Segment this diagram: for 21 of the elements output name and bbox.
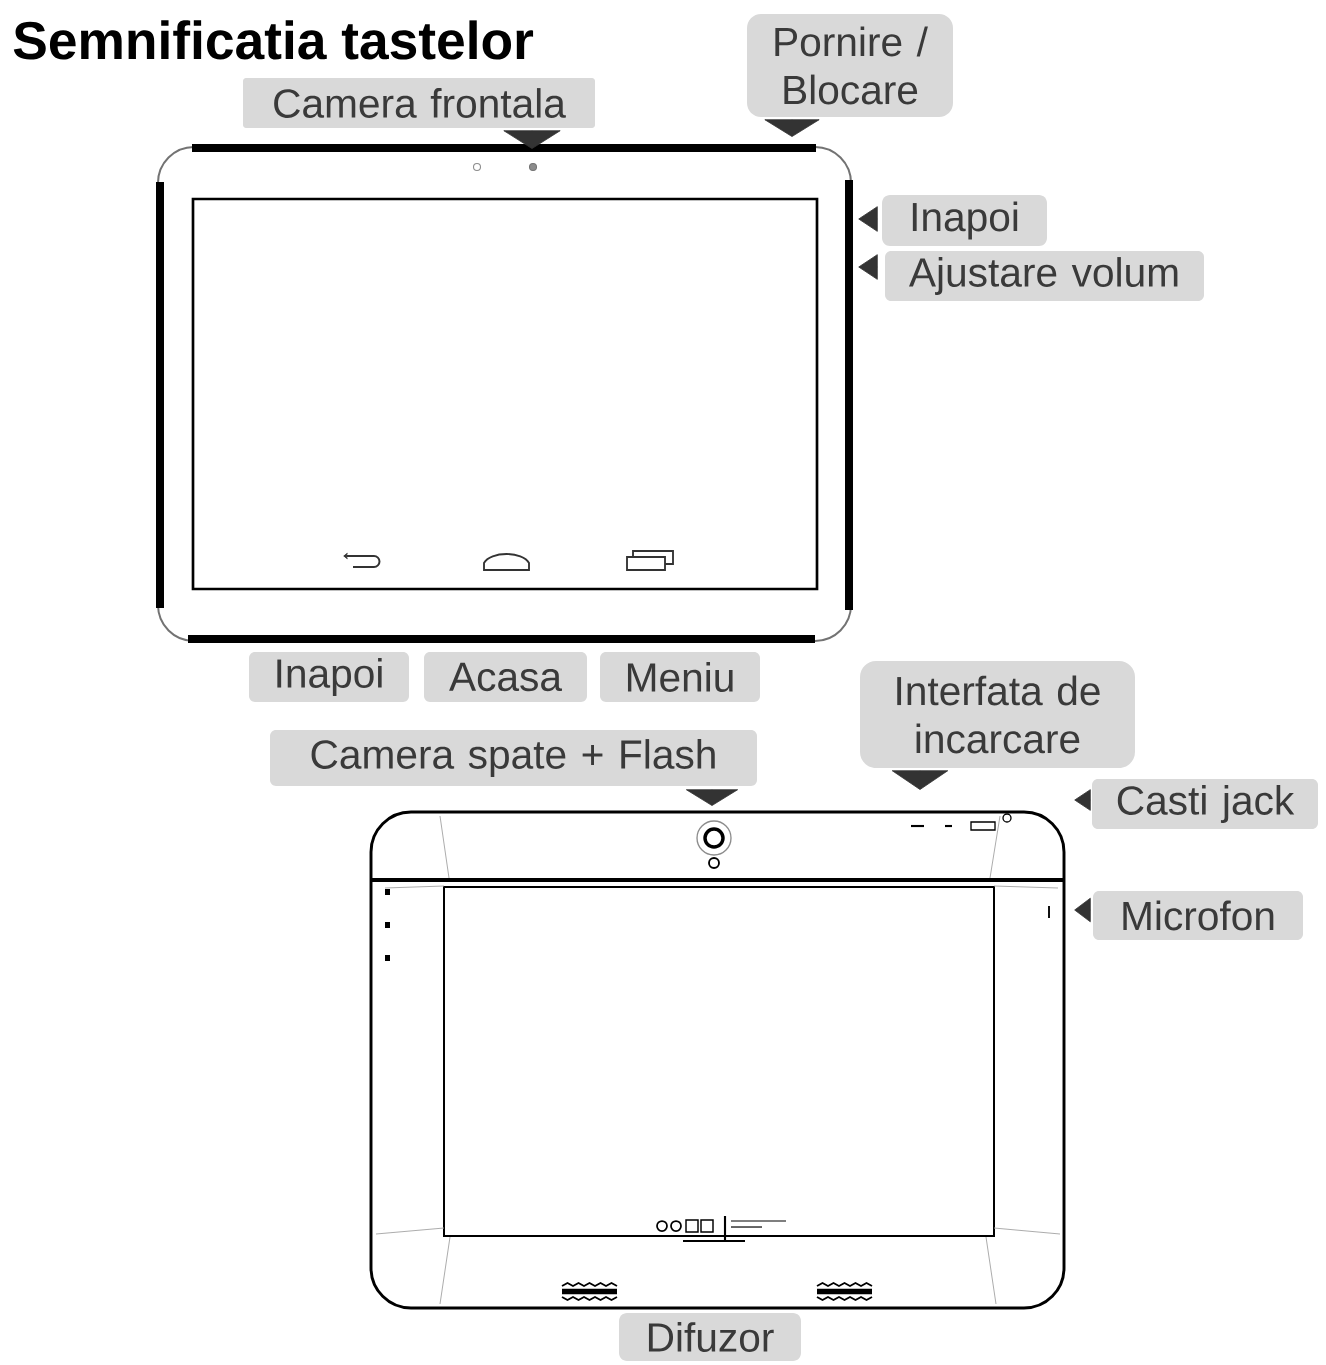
callout-label: Inapoi: [882, 195, 1047, 246]
pointer-arrow: [503, 129, 561, 149]
pointer-arrow: [1074, 789, 1092, 811]
callout-label: Casti jack: [1092, 779, 1318, 829]
callout-label: Camera frontala: [243, 78, 595, 128]
callout-label: Interfata de incarcare: [860, 661, 1135, 768]
title: Semnificatia tastelor: [13, 20, 534, 60]
pointer-arrow: [891, 769, 949, 790]
callout-label: Microfon: [1093, 891, 1303, 940]
callout-label: Pornire / Blocare: [747, 14, 953, 117]
callout-label: Inapoi: [249, 652, 409, 702]
pointer-arrow: [764, 118, 820, 137]
pointer-arrow: [858, 254, 879, 280]
callout-label: Meniu: [600, 652, 760, 702]
pointer-arrow: [858, 206, 879, 232]
pointer-arrow: [1074, 897, 1092, 923]
callout-label: Ajustare volum: [885, 251, 1204, 301]
callout-label: Difuzor: [619, 1313, 801, 1361]
pointer-arrow: [685, 788, 739, 806]
callout-label: Camera spate + Flash: [270, 730, 757, 786]
callout-label: Acasa: [424, 652, 587, 702]
